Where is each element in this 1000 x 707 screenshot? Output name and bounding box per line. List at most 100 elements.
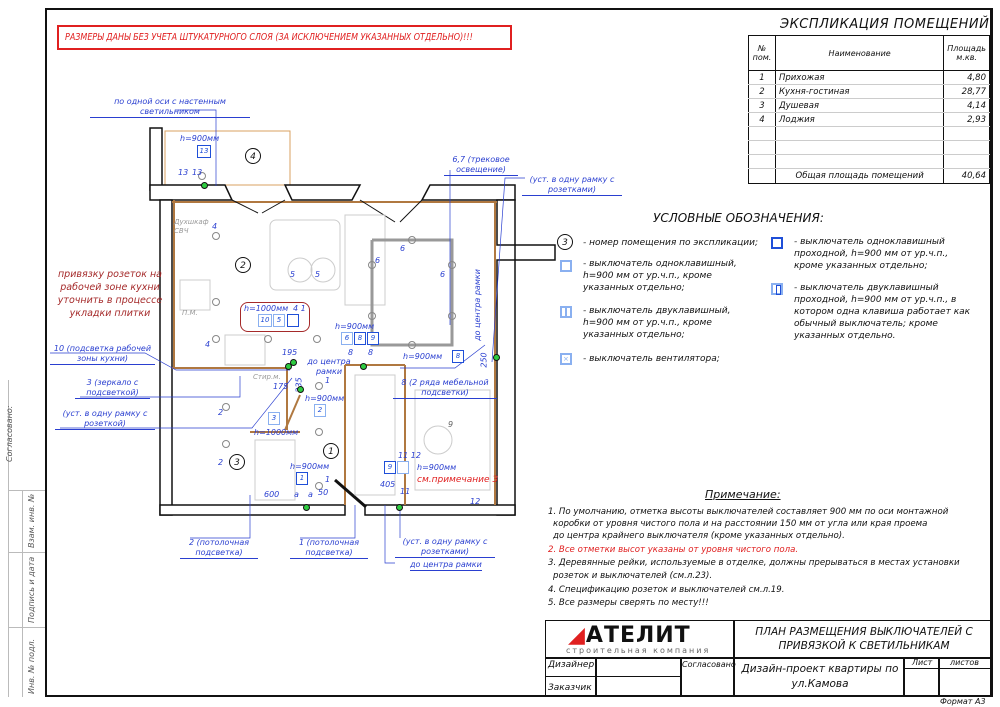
legend-item: - выключатель двуклавишный проходной, h=… xyxy=(794,283,971,341)
lamp-icon xyxy=(448,312,456,320)
switch-9: 9 xyxy=(367,332,379,345)
annotation-frame-socket-left: (уст. в одну рамку с розеткой) xyxy=(55,409,155,430)
switch-10-fan: 10 xyxy=(258,314,272,327)
switch-8-bedroom: 8 xyxy=(452,350,464,363)
room-number-2: 2 xyxy=(235,257,251,273)
designer-label: Дизайнер xyxy=(548,660,595,670)
kitchen-switch-group xyxy=(240,302,310,332)
switch-3: 3 xyxy=(268,412,280,425)
lamp-label: 11 xyxy=(400,487,411,496)
loggia-wall-left xyxy=(149,127,163,191)
annotation-frame-sockets-top: (уст. в одну рамку с розетками) xyxy=(522,175,622,196)
company-subtitle: строительная компания xyxy=(566,646,711,655)
approved-label: Согласовано xyxy=(682,660,736,669)
explication-title: ЭКСПЛИКАЦИЯ ПОМЕЩЕНИЙ xyxy=(780,17,990,32)
warning-text: РАЗМЕРЫ ДАНЫ БЕЗ УЧЕТА ШТУКАТУРНОГО СЛОЯ… xyxy=(65,32,473,43)
outlet-marker xyxy=(297,386,304,393)
lamp-icon xyxy=(368,312,376,320)
annotation-to-frame-center-vertical: до центра рамки xyxy=(472,269,482,341)
leader-lines xyxy=(50,109,525,564)
door-swings xyxy=(231,199,423,509)
lamp-label: 13 xyxy=(192,168,203,177)
outlet-marker xyxy=(285,363,292,370)
annotation-mirror: 3 (зеркало с подсветкой) xyxy=(75,378,150,399)
dim-8: 8 xyxy=(348,348,354,357)
dim-600: 600 xyxy=(264,490,280,499)
furniture xyxy=(179,214,491,501)
dim-250: 250 xyxy=(479,352,489,368)
lamp-icon xyxy=(222,440,230,448)
lamp-label: 12 xyxy=(470,497,481,506)
height-label: h=900мм xyxy=(305,394,345,403)
lamp-icon xyxy=(212,232,220,240)
annotation-loggia-axis: по одной оси с настенным светильником xyxy=(90,97,250,118)
double-passthrough-switch-icon xyxy=(771,283,783,295)
lamp-label: 4 xyxy=(212,222,218,231)
fan-switch-icon: ⨯ xyxy=(560,353,572,365)
track-lighting xyxy=(370,238,454,347)
legend-room-symbol: 3 xyxy=(557,234,573,250)
col-area: Площадь м.кв. xyxy=(943,36,990,71)
project-name: Дизайн-проект квартиры по ул.Камова xyxy=(741,663,899,690)
switch-2-fan: 2 xyxy=(314,404,326,417)
note-line: 3. Деревянные рейки, используемые в отде… xyxy=(548,558,960,568)
lamp-icon xyxy=(408,341,416,349)
microwave-label: Духшкаф СВЧ xyxy=(174,218,209,235)
note-line: розеток и выключателей (см.л.23). xyxy=(553,571,713,581)
wall-right-top xyxy=(496,199,516,246)
annotation-work-zone: 10 (подсветка рабочей зоны кухни) xyxy=(50,344,155,365)
lamp-icon xyxy=(212,335,220,343)
lamp-label: 1 xyxy=(325,475,331,484)
switch-label: 11 12 xyxy=(398,451,421,460)
annotation-track: 6,7 (трековое освещение) xyxy=(444,155,518,176)
outlet-marker xyxy=(290,359,297,366)
switch-6: 6 xyxy=(341,332,353,345)
note-line: 4. Спецификацию розеток и выключателей с… xyxy=(548,585,785,595)
lamp-icon xyxy=(264,335,272,343)
dim-a: a xyxy=(294,490,299,499)
dim-a: a xyxy=(308,490,313,499)
lamp-label: 5 xyxy=(290,270,296,279)
loggia-outline xyxy=(164,130,291,186)
lamp-label: 5 xyxy=(315,270,321,279)
note-line: 2. Все отметки высот указаны от уровня ч… xyxy=(548,545,799,555)
wall-right-recess xyxy=(514,244,556,261)
lamp-icon xyxy=(315,382,323,390)
lamp-icon xyxy=(368,261,376,269)
finish-lines xyxy=(172,200,497,505)
wall-left xyxy=(159,199,173,516)
notes-title: Примечание: xyxy=(705,488,781,501)
dishwasher-label: П.М. xyxy=(182,309,198,317)
single-passthrough-switch-icon xyxy=(771,237,783,249)
lamp-icon xyxy=(448,261,456,269)
wall-bottom-right xyxy=(364,504,516,516)
single-switch-icon xyxy=(560,260,572,272)
double-switch-icon xyxy=(560,306,572,318)
switch-13: 13 xyxy=(197,145,211,158)
dim-405: 405 xyxy=(380,480,396,489)
annotation-furniture-light: 8 (2 ряда мебельной подсветки) xyxy=(393,378,497,399)
height-label: h=900мм xyxy=(335,322,375,331)
warning-banner: РАЗМЕРЫ ДАНЫ БЕЗ УЧЕТА ШТУКАТУРНОГО СЛОЯ… xyxy=(57,25,512,50)
switch-8: 8 xyxy=(354,332,366,345)
drawing-frame xyxy=(45,8,993,697)
annotation-ceiling-2: 2 (потолочная подсветка) xyxy=(180,538,258,559)
outlet-marker xyxy=(201,182,208,189)
col-name: Наименование xyxy=(774,36,945,71)
outlet-marker xyxy=(396,504,403,511)
legend-item: - выключатель двуклавишный, h=900 мм от … xyxy=(583,306,731,340)
lamp-label: 6 xyxy=(400,244,406,253)
sheets-label: листов xyxy=(950,658,979,667)
annotation-frame-sockets-bottom: (уст. в одну рамку с розетками) xyxy=(395,537,495,558)
lamp-icon xyxy=(315,482,323,490)
wall-bottom-left xyxy=(159,504,346,516)
wall-right xyxy=(496,259,516,516)
annotation-tiles: привязку розеток на рабочей зоне кухни у… xyxy=(57,269,163,319)
height-label: h=900мм xyxy=(180,134,220,143)
height-label: h=1000мм xyxy=(244,304,289,313)
switch-4-1 xyxy=(287,314,299,327)
